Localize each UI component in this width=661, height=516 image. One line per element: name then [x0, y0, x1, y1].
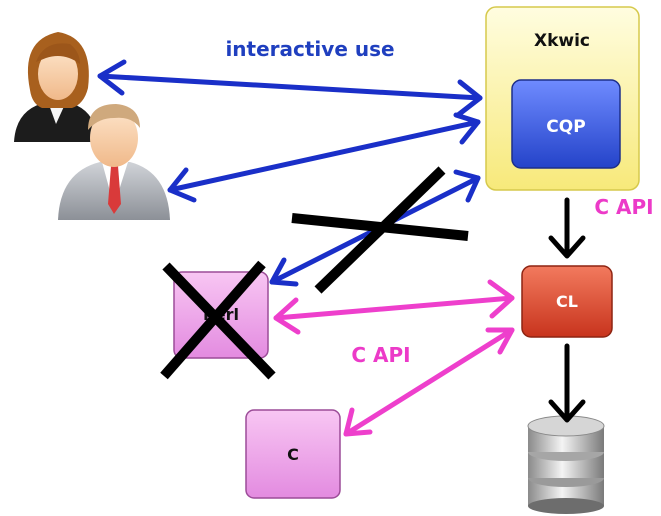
c-label: C [287, 445, 299, 464]
pink-arrows [273, 279, 515, 437]
man-user-icon [58, 104, 170, 220]
xkwic-label: Xkwic [534, 31, 590, 51]
cross-link-b [314, 166, 446, 294]
c-api-label-center: C API [351, 343, 410, 367]
cl-node: CL [521, 265, 613, 338]
woman-user-icon [14, 32, 98, 142]
cqp-node: CQP [511, 79, 621, 169]
black-arrows [548, 197, 586, 423]
blue-arrows [97, 59, 483, 287]
cqp-label: CQP [546, 117, 585, 137]
database-icon [527, 415, 605, 514]
cl-label: CL [556, 292, 578, 311]
cross-perl-b [160, 260, 266, 380]
c-node: C [245, 409, 341, 499]
cross-out-marks [160, 166, 469, 380]
interactive-use-label: interactive use [225, 37, 394, 61]
c-api-label-right: C API [594, 195, 653, 219]
cross-perl-a [162, 262, 276, 380]
